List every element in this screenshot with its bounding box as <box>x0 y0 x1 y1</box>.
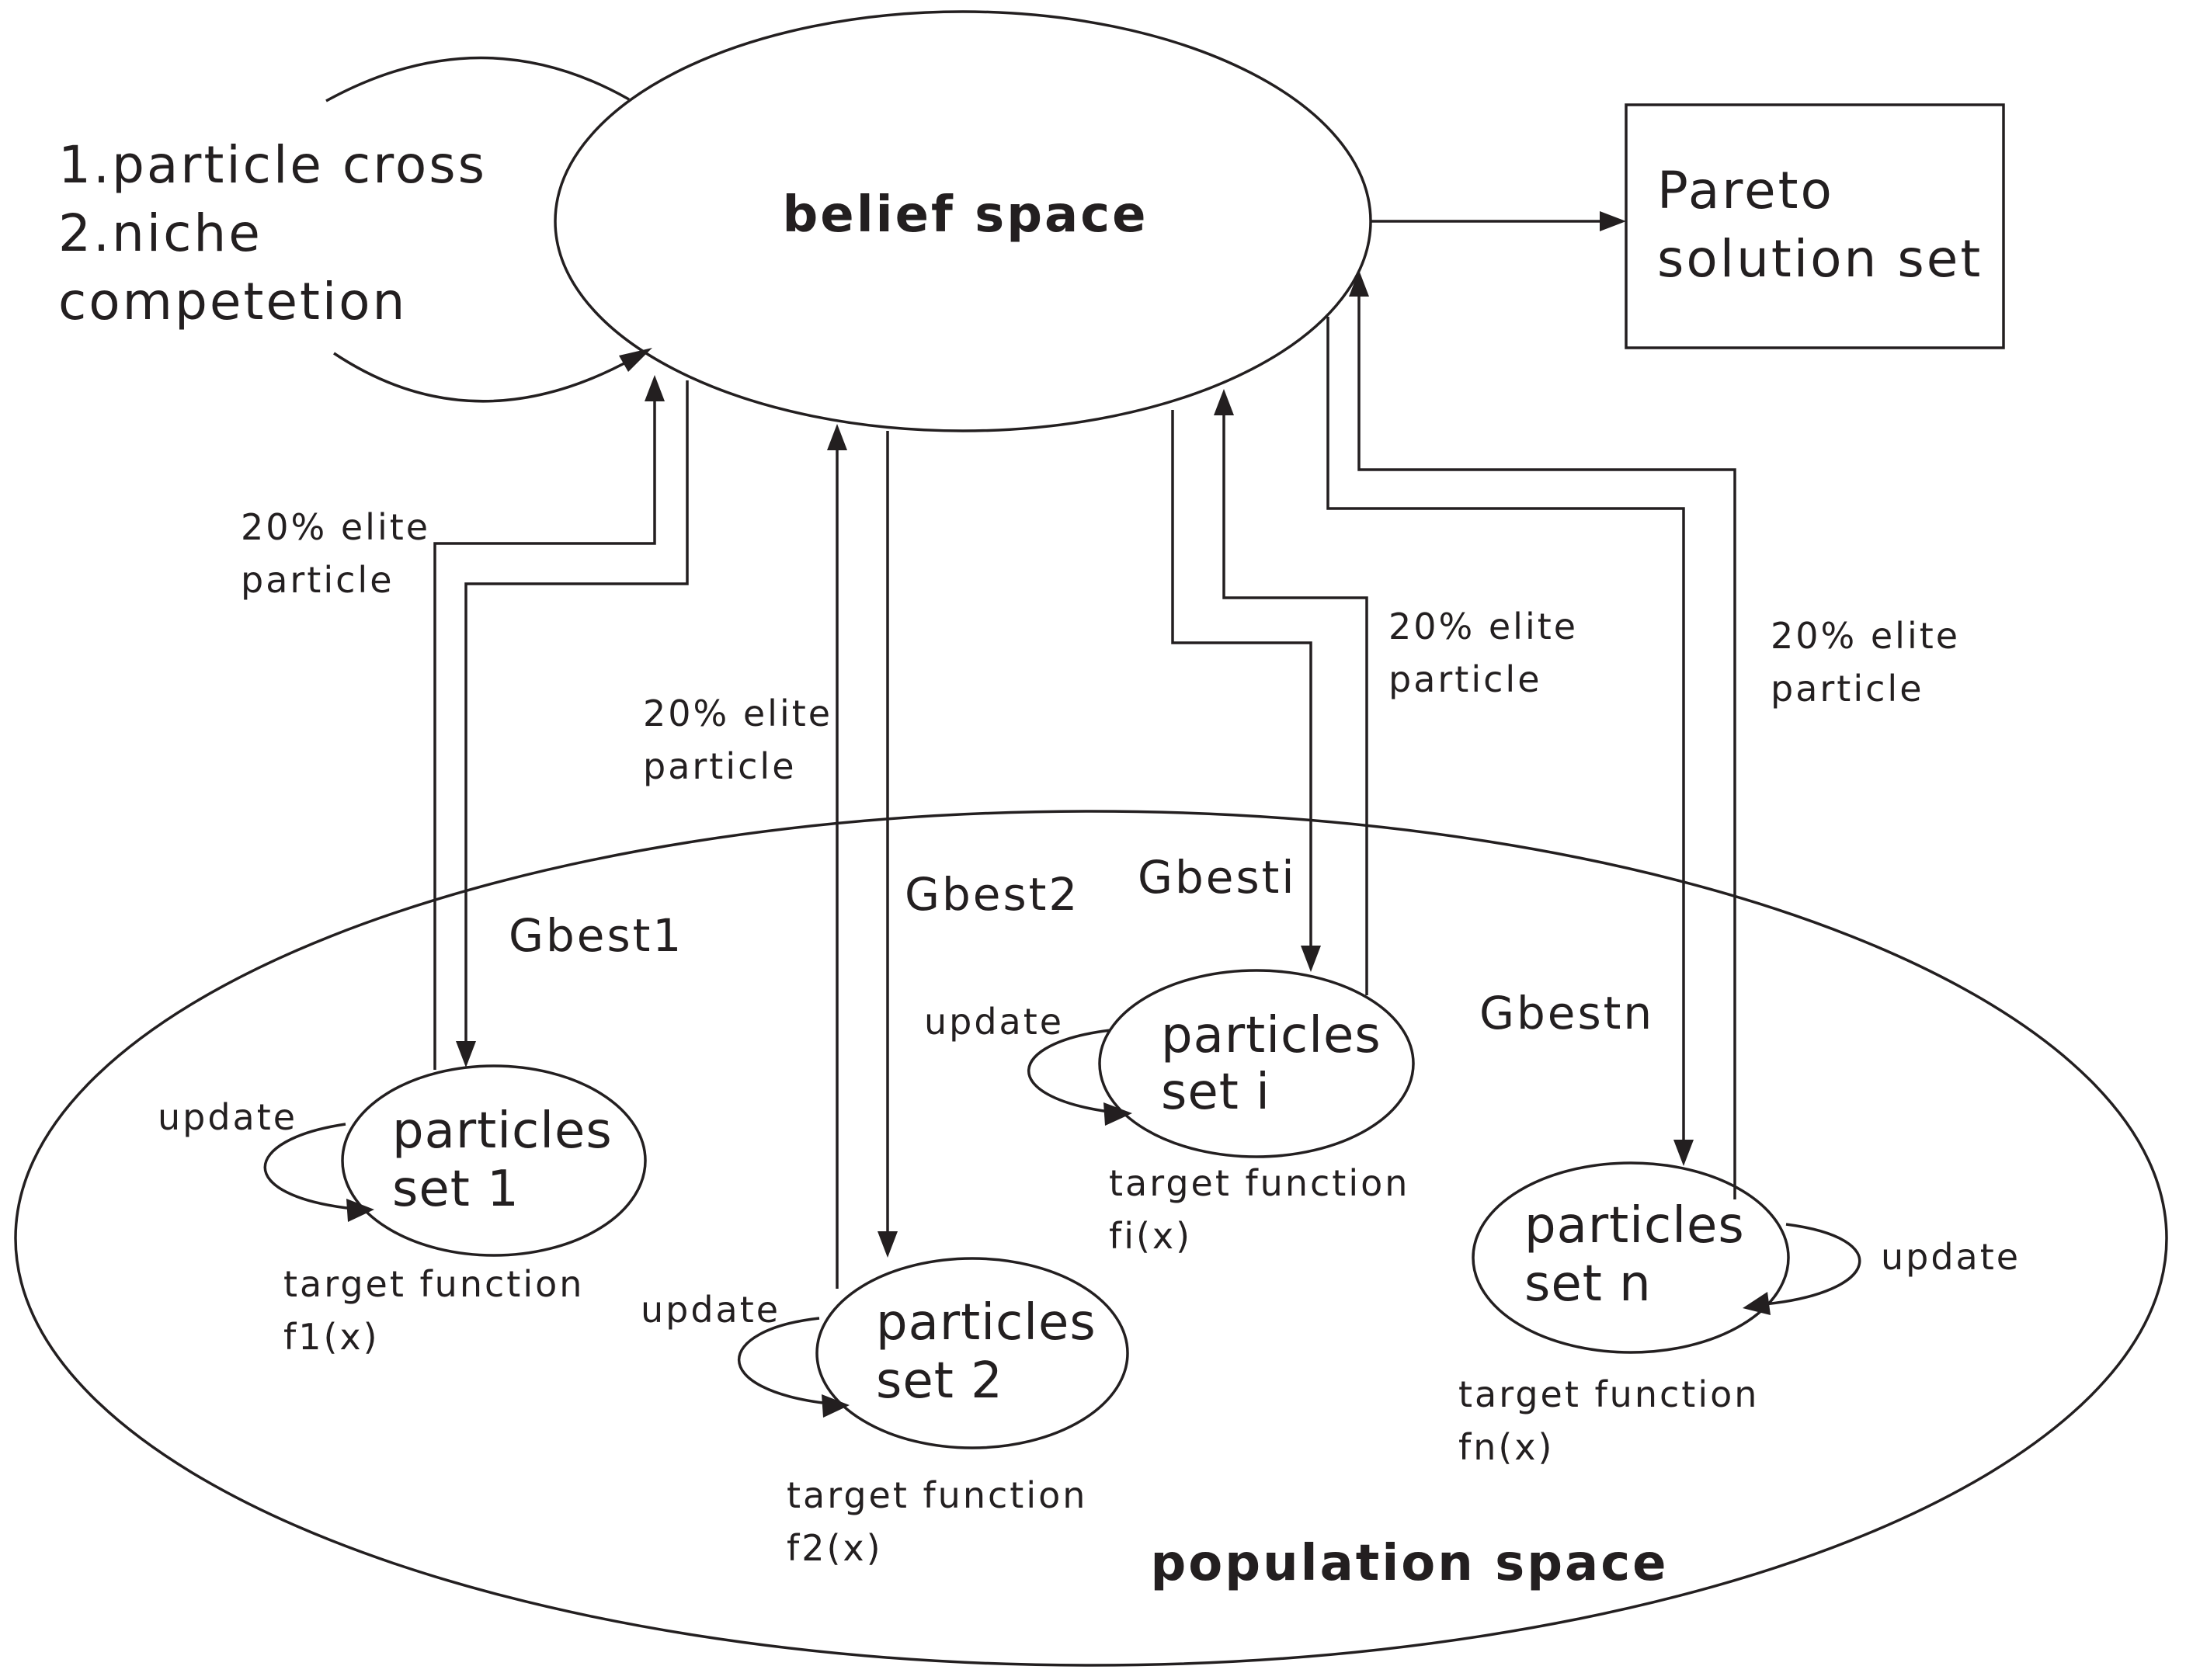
particles-set-n-line1: particles <box>1524 1197 1745 1255</box>
update-loop-set-n-arrowhead <box>1743 1292 1771 1315</box>
particles-set-i-line2: set i <box>1161 1064 1270 1121</box>
belief-space-label: belief space <box>782 186 1148 244</box>
elite-label-1-line1: 20% elite <box>241 506 430 548</box>
update-loop-set-1 <box>263 1123 354 1210</box>
update-label-set-i: update <box>924 1001 1064 1043</box>
elite-label-3-line1: 20% elite <box>1388 606 1578 647</box>
particles-set-i-line1: particles <box>1161 1007 1381 1064</box>
belief-to-pareto-arrowhead <box>1600 211 1626 231</box>
particles-set-n-ellipse <box>1472 1161 1790 1354</box>
belief-loop-bottom-arc <box>333 352 634 403</box>
seti-to-belief-line <box>1222 413 1368 995</box>
update-loop-set-n <box>1764 1223 1861 1306</box>
elite-label-2-line2: particle <box>643 745 797 787</box>
belief-loop-top-arc <box>325 56 630 102</box>
target-function-set-i-line1: target function <box>1109 1162 1409 1204</box>
elite-label-1-line2: particle <box>241 559 394 601</box>
particles-set-i-ellipse <box>1098 969 1415 1158</box>
pareto-label-line1: Pareto <box>1657 161 1834 220</box>
belief-loop-arrowhead <box>619 348 652 372</box>
target-function-set-n-line2: fn(x) <box>1458 1426 1554 1468</box>
pareto-solution-box <box>1625 103 2005 349</box>
belief-to-setn-arrowhead <box>1673 1140 1694 1166</box>
update-label-set-n: update <box>1881 1236 2021 1278</box>
particles-set-2-line1: particles <box>876 1294 1096 1352</box>
update-loop-set-1-arrowhead <box>346 1199 374 1222</box>
target-function-set-1-line2: f1(x) <box>283 1316 380 1358</box>
particles-set-2-line2: set 2 <box>876 1352 1003 1410</box>
target-function-set-i-line2: fi(x) <box>1109 1215 1192 1257</box>
gbest-n-label: Gbestn <box>1479 987 1654 1040</box>
target-function-set-2-line2: f2(x) <box>787 1527 883 1569</box>
update-loop-set-i <box>1027 1029 1111 1113</box>
elite-label-2-line1: 20% elite <box>643 692 832 734</box>
belief-to-seti-line <box>1171 410 1312 949</box>
set1-to-belief-arrowhead <box>645 375 665 401</box>
update-loop-set-i-arrowhead <box>1103 1102 1132 1126</box>
setn-to-belief-arrowhead <box>1349 270 1369 297</box>
target-function-set-1-line1: target function <box>283 1263 584 1305</box>
operations-line2: 2.niche <box>58 203 262 263</box>
belief-to-set1-arrowhead <box>456 1041 476 1067</box>
update-loop-set-2-arrowhead <box>822 1394 850 1418</box>
operations-line1: 1.particle cross <box>58 135 487 195</box>
update-label-set-1: update <box>158 1096 297 1138</box>
gbest-1-label: Gbest1 <box>509 909 683 962</box>
particles-set-n-line2: set n <box>1524 1255 1652 1313</box>
seti-to-belief-arrowhead <box>1214 389 1234 415</box>
belief-to-set1-line <box>464 380 689 1044</box>
pareto-label-line2: solution set <box>1657 229 1983 289</box>
operations-line3: competetion <box>58 272 407 331</box>
particles-set-1-line1: particles <box>392 1102 613 1160</box>
target-function-set-2-line1: target function <box>787 1474 1087 1516</box>
set2-to-belief-arrowhead <box>827 424 847 450</box>
elite-label-4-line2: particle <box>1771 668 1924 710</box>
belief-to-set2-arrowhead <box>878 1231 898 1258</box>
gbest-2-label: Gbest2 <box>905 868 1079 921</box>
update-loop-set-2 <box>737 1317 830 1405</box>
particles-set-2-ellipse <box>815 1257 1129 1449</box>
update-label-set-2: update <box>641 1289 780 1331</box>
elite-label-3-line2: particle <box>1388 658 1542 700</box>
setn-to-belief-line <box>1357 293 1736 1199</box>
particles-set-1-line2: set 1 <box>392 1161 520 1218</box>
population-space-ellipse <box>14 810 2168 1667</box>
target-function-set-n-line1: target function <box>1458 1373 1759 1415</box>
belief-to-seti-arrowhead <box>1301 946 1321 972</box>
gbest-i-label: Gbesti <box>1138 851 1297 904</box>
particles-set-1-ellipse <box>341 1064 647 1257</box>
set1-to-belief-line <box>433 397 656 1070</box>
elite-label-4-line1: 20% elite <box>1771 615 1960 657</box>
population-space-label: population space <box>1150 1535 1668 1592</box>
belief-to-setn-line <box>1326 317 1685 1143</box>
